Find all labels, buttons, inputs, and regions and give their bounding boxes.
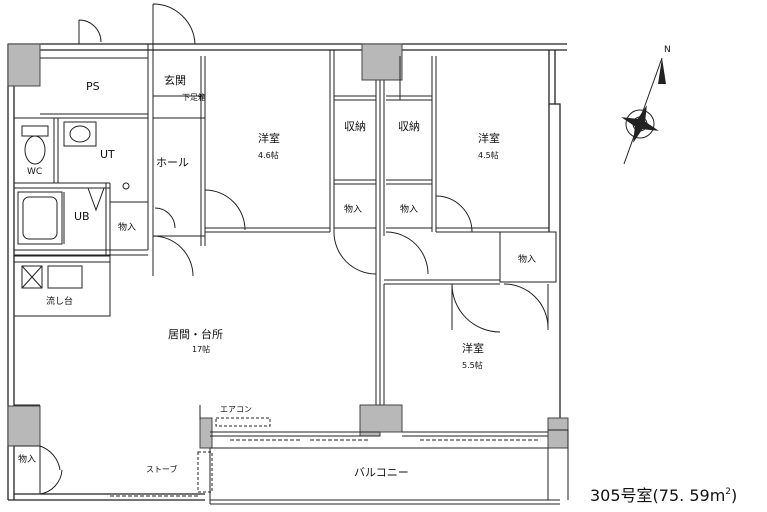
label-closet1: 収納 bbox=[344, 120, 366, 133]
label-shoe-box: 下足箱 bbox=[182, 92, 206, 102]
unit-area-open: ( bbox=[652, 486, 659, 505]
label-living: 居間・台所 bbox=[168, 327, 223, 341]
unit-area-sup: 2 bbox=[725, 487, 732, 497]
label-ut: UT bbox=[100, 148, 115, 161]
label-sink: 流し台 bbox=[46, 295, 73, 307]
room2-walls bbox=[435, 195, 549, 233]
label-storage2: 物入 bbox=[400, 203, 418, 215]
label-ps: PS bbox=[86, 80, 100, 93]
living-walls bbox=[14, 262, 271, 495]
compass: N bbox=[621, 45, 671, 165]
unit-area-close: ) bbox=[731, 486, 738, 505]
label-genkan: 玄関 bbox=[164, 73, 186, 87]
unit-area: 75. 59m bbox=[658, 486, 726, 505]
sink-counter bbox=[13, 255, 111, 317]
compass-north-label: N bbox=[664, 45, 671, 55]
label-room3: 洋室 bbox=[462, 341, 484, 355]
unit-number: 305号室 bbox=[590, 486, 653, 505]
ps-genkan bbox=[40, 3, 206, 236]
label-room2-size: 4.5帖 bbox=[478, 150, 499, 160]
balcony-walls bbox=[110, 429, 569, 505]
center-partition bbox=[375, 56, 437, 405]
label-aircon: エアコン bbox=[220, 405, 252, 414]
label-room3-size: 5.5帖 bbox=[462, 360, 483, 370]
unit-title: 305号室(75. 59m2) bbox=[590, 482, 737, 506]
label-hall: ホール bbox=[156, 156, 189, 169]
label-living-size: 17帖 bbox=[192, 344, 210, 354]
label-storage4: 物入 bbox=[18, 453, 36, 465]
label-storage3: 物入 bbox=[518, 253, 536, 265]
bath-area bbox=[14, 117, 148, 256]
label-wc: WC bbox=[27, 167, 42, 177]
room3-walls bbox=[383, 231, 557, 405]
label-storage1: 物入 bbox=[344, 203, 362, 215]
columns bbox=[7, 43, 569, 449]
label-stove: ストーブ bbox=[146, 464, 178, 474]
label-room1: 洋室 bbox=[258, 131, 280, 145]
label-closet2: 収納 bbox=[398, 120, 420, 133]
label-balcony: バルコニー bbox=[354, 466, 409, 479]
room1-walls bbox=[200, 50, 377, 275]
outer-walls bbox=[7, 43, 567, 501]
label-room1-size: 4.6帖 bbox=[258, 150, 279, 160]
hall-area bbox=[110, 201, 205, 277]
label-room2: 洋室 bbox=[478, 131, 500, 145]
label-ub: UB bbox=[74, 210, 90, 223]
label-storage-hall: 物入 bbox=[118, 221, 136, 233]
